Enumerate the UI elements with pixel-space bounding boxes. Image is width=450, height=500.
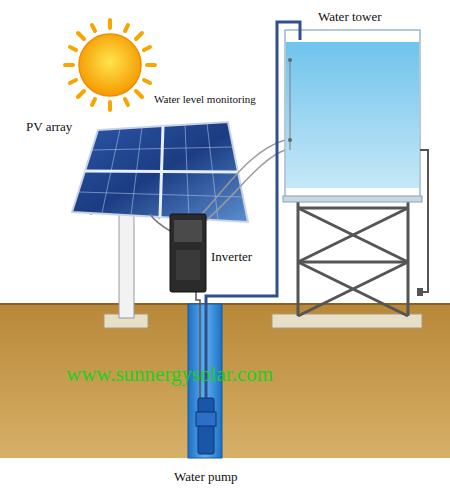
tower-beam (298, 261, 408, 264)
pv-label: PV array (26, 120, 72, 135)
sun-ray (144, 47, 150, 50)
sun-ray (108, 102, 112, 110)
tank-shell (285, 30, 420, 200)
tower-brace (298, 208, 408, 262)
sun-ray (147, 63, 155, 67)
sensor-cable (204, 150, 285, 222)
sun-ray (78, 33, 84, 39)
sun-ray (65, 63, 73, 67)
sun-ray (144, 80, 150, 83)
tower-leg (297, 200, 300, 316)
inverter-label: Inverter (211, 250, 252, 265)
inverter-body (170, 214, 206, 292)
sun-ray (70, 80, 76, 83)
watermark: www.sunnergysolar.com (66, 362, 273, 386)
sun-ray (125, 99, 128, 105)
sensor-probe (288, 58, 292, 62)
monitor-label: Water level monitoring (154, 93, 256, 106)
tower-brace (298, 208, 408, 262)
sun-ray (92, 25, 95, 31)
pv-panel-frame (72, 122, 248, 222)
pv-cable (150, 214, 172, 232)
sun-ray (108, 20, 112, 28)
outlet-tap (417, 288, 423, 296)
inverter-display (174, 220, 202, 242)
ground (0, 304, 450, 458)
sensor-probe (288, 138, 292, 142)
tank-water (286, 42, 419, 188)
pv-panel-divider (85, 171, 238, 172)
sun-ray (92, 99, 95, 105)
pump-motor (196, 412, 216, 426)
tower-beam (298, 207, 408, 210)
sun-disc (79, 34, 141, 96)
inverter-panel (176, 250, 200, 280)
pv-cell-grid (79, 123, 243, 220)
sun-ray (125, 25, 128, 31)
sensor-cable (200, 140, 285, 216)
tower-leg (407, 200, 410, 316)
sun-ray (136, 33, 142, 39)
tower-label: Water tower (318, 10, 382, 25)
outlet-pipe (420, 150, 428, 292)
sun-ray (70, 47, 76, 50)
tower-foundation (272, 314, 422, 328)
level-sensor (289, 60, 290, 150)
sun-rays (65, 20, 155, 110)
tower-brace (298, 262, 408, 316)
sun-ray (136, 91, 142, 97)
sun-ray (78, 91, 84, 97)
delivery-pipe (206, 22, 300, 398)
tank-floor (283, 196, 422, 202)
tower-frame (298, 200, 408, 316)
pump-label: Water pump (174, 470, 238, 485)
tower-brace (298, 262, 408, 316)
